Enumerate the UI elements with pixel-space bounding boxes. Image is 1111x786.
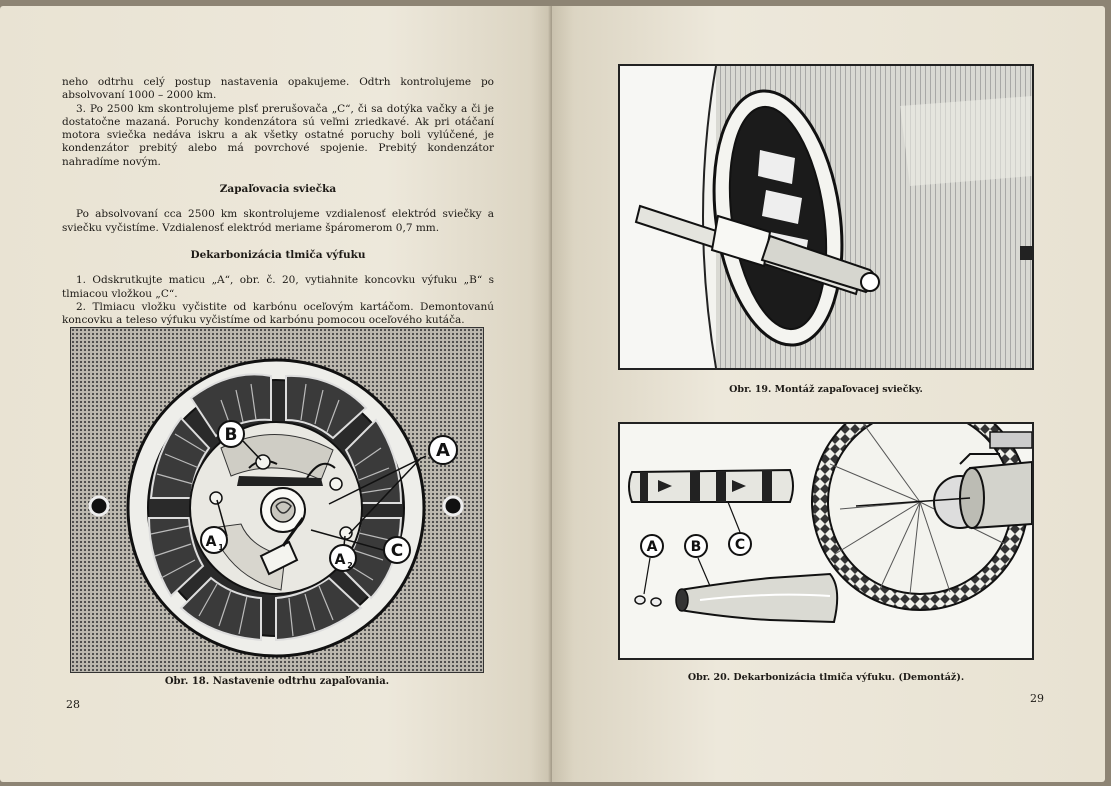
stator-illustration: B A C A 1 A 2 (71, 328, 483, 672)
callout-c: C (391, 541, 403, 561)
exhaust-step-2: 2. Tlmiacu vložku vyčistite od karbónu o… (62, 300, 494, 327)
page-number-left: 28 (66, 698, 80, 711)
right-page: Obr. 19. Montáž zapaľovacej sviečky. (552, 6, 1105, 782)
callout-c: C (735, 537, 745, 553)
exhaust-step-1: 1. Odskrutkujte maticu „A“, obr. č. 20, … (62, 274, 494, 300)
figure-18-caption: Obr. 18. Nastavenie odtrhu zapaľovania. (164, 676, 390, 687)
paragraph-spark-plug: Po absolvovaní cca 2500 km skontrolujeme… (62, 208, 494, 234)
figure-20-caption: Obr. 20. Dekarbonizácia tlmiča výfuku. (… (687, 672, 965, 683)
heading-spark-plug: Zapaľovacia sviečka (219, 183, 337, 196)
figure-19-caption: Obr. 19. Montáž zapaľovacej sviečky. (729, 384, 923, 395)
callout-a1: A (206, 534, 217, 550)
callout-a: A (436, 440, 450, 461)
paragraph-step-3: 3. Po 2500 km skontrolujeme plsť prerušo… (62, 102, 494, 168)
callout-a: A (647, 539, 658, 555)
figure-19-spark-plug-mounting (618, 64, 1034, 370)
left-page-text: neho odtrhu celý postup nastavenia opaku… (62, 76, 494, 327)
figure-18-ignition-stator: B A C A 1 A 2 (70, 327, 484, 673)
spark-plug-illustration (620, 66, 1032, 368)
exhaust-illustration: A B C (620, 424, 1032, 658)
paragraph-continuation: neho odtrhu celý postup nastavenia opaku… (62, 76, 494, 102)
page-number-right: 29 (1030, 692, 1044, 705)
figure-20-exhaust-decarbonization: A B C (618, 422, 1034, 660)
callout-a2-sub: 2 (347, 561, 353, 570)
left-page: neho odtrhu celý postup nastavenia opaku… (0, 6, 552, 782)
heading-exhaust: Dekarbonizácia tlmiča výfuku (190, 248, 366, 261)
callout-b: B (225, 425, 238, 445)
callout-a2: A (335, 552, 346, 568)
callout-a1-sub: 1 (218, 543, 224, 552)
callout-b: B (691, 539, 702, 555)
